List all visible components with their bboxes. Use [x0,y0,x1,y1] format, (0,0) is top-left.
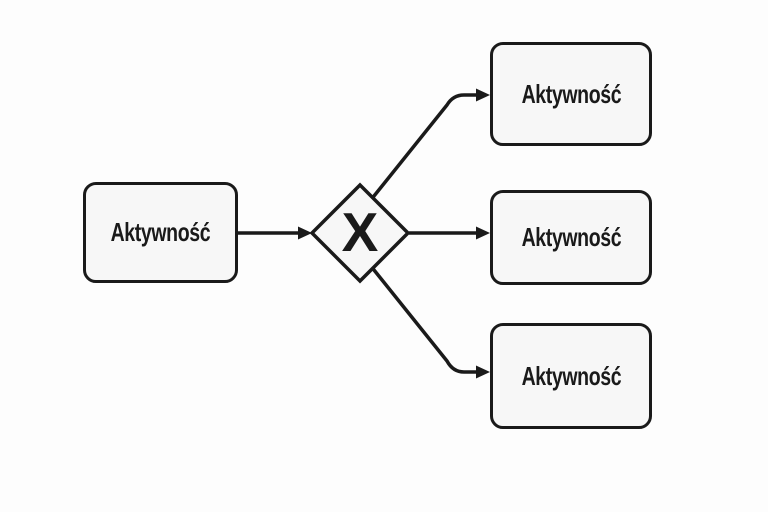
arrowhead-icon [298,226,312,240]
activity-label: Aktywność [521,78,621,109]
exclusive-gateway-label: X [341,200,379,263]
activity-node-branch-middle: Aktywność [490,190,652,285]
arrowhead-icon [476,365,490,379]
activity-node-branch-bottom: Aktywność [490,323,652,429]
activity-label: Aktywność [521,360,621,391]
activity-node-branch-top: Aktywność [490,42,652,146]
arrowhead-icon [476,226,490,240]
activity-label: Aktywność [521,222,621,252]
arrowhead-icon [476,88,490,102]
exclusive-gateway-shape [309,182,411,284]
connector-gateway-to-top [368,93,478,203]
activity-label: Aktywność [110,217,211,247]
activity-node-source: Aktywność [83,182,238,283]
connector-gateway-to-bottom [368,263,478,374]
